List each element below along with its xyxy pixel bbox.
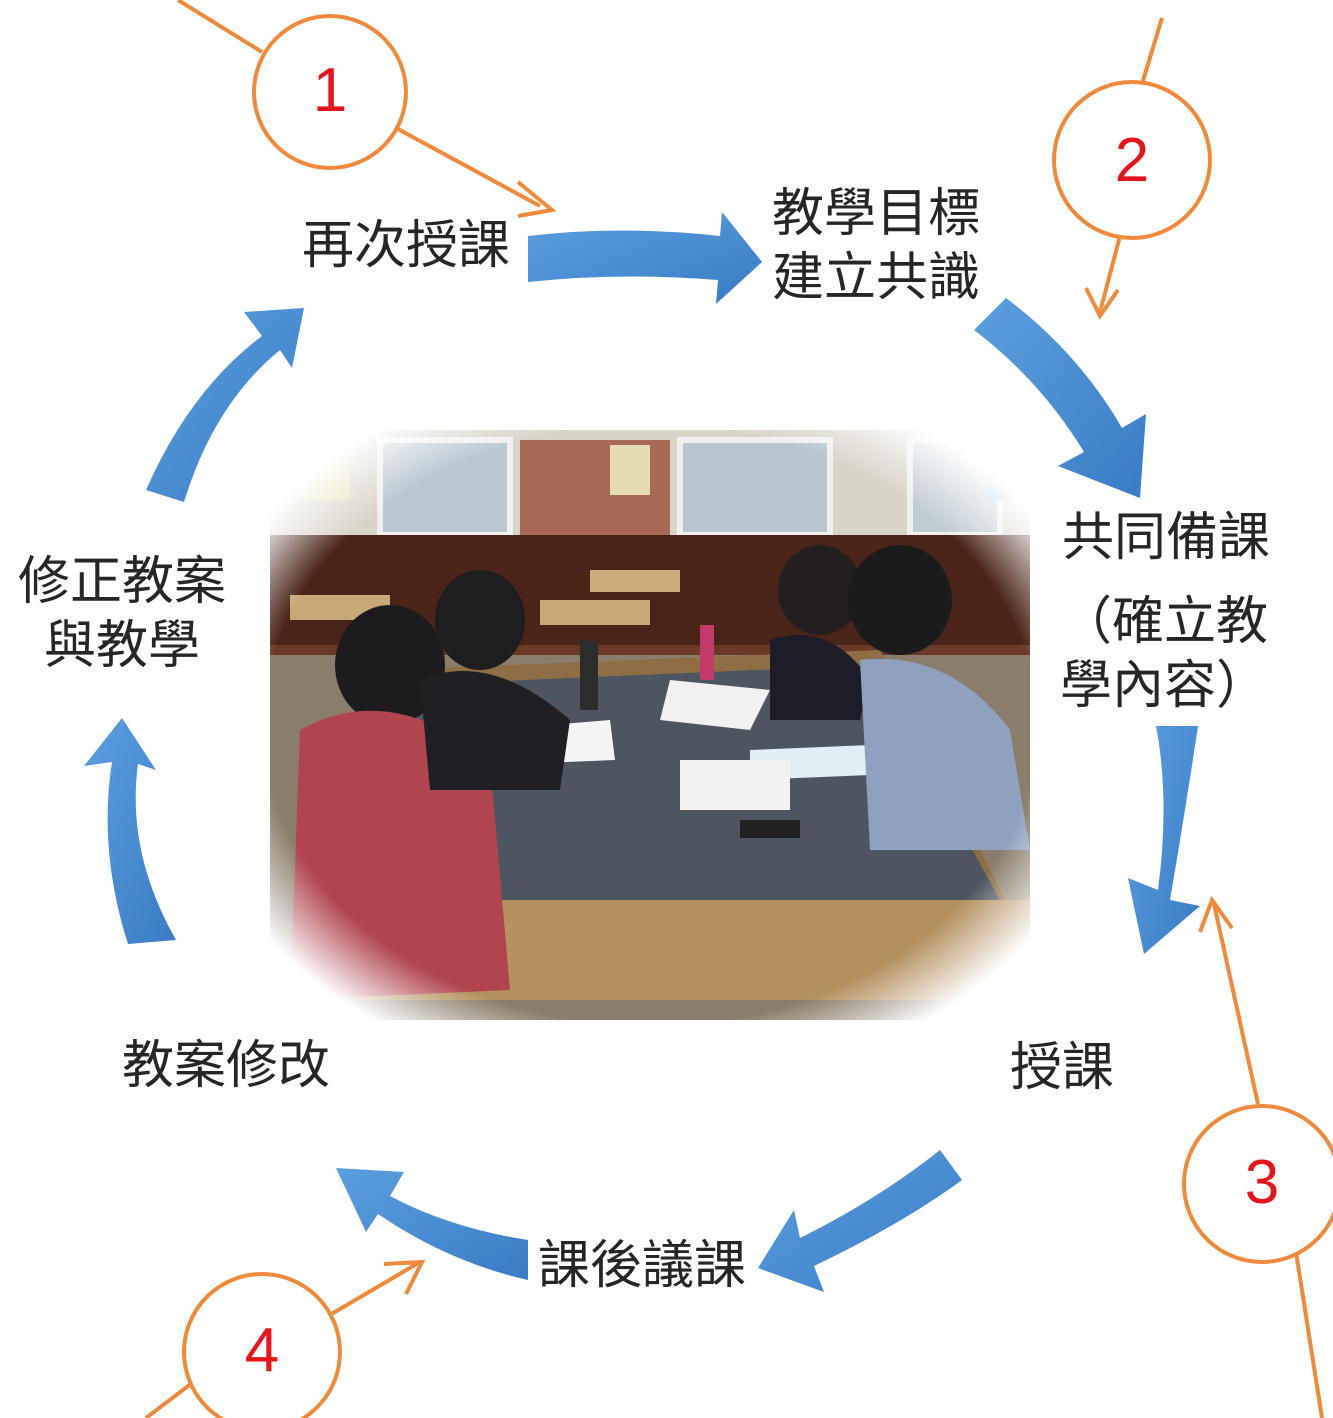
label-debrief: 課後議課 bbox=[538, 1236, 747, 1296]
label-co-plan: 共同備課 bbox=[1062, 508, 1271, 568]
label-refine-line2: 與教學 bbox=[43, 616, 200, 676]
marker-circle-1 bbox=[252, 14, 408, 170]
pointer-1 bbox=[176, 0, 557, 218]
photo-illustration bbox=[270, 430, 1030, 1020]
marker-number-4: 4 bbox=[244, 1316, 280, 1385]
marker-number-2: 2 bbox=[1114, 126, 1150, 195]
teachers-meeting-photo bbox=[270, 430, 1030, 1020]
arrow-upper-right bbox=[974, 298, 1146, 498]
marker-circle-3 bbox=[1182, 1104, 1333, 1264]
label-revise-plan: 教案修改 bbox=[122, 1036, 331, 1096]
pointer-2 bbox=[1084, 17, 1164, 320]
marker-number-1: 1 bbox=[312, 56, 348, 125]
arrow-bottom-left bbox=[336, 1168, 528, 1280]
label-teach: 授課 bbox=[1010, 1038, 1115, 1098]
marker-circle-2 bbox=[1052, 80, 1212, 240]
arrow-upper-left bbox=[146, 308, 304, 502]
pointer-4 bbox=[144, 1259, 426, 1418]
arrow-left bbox=[84, 718, 176, 944]
arrow-right bbox=[1128, 726, 1200, 954]
label-co-plan-note-line2: 學內容） bbox=[1060, 656, 1269, 716]
arrow-top bbox=[528, 212, 762, 304]
label-goal-line2: 建立共識 bbox=[772, 248, 981, 308]
pointer-3 bbox=[1198, 895, 1324, 1418]
marker-circle-4 bbox=[182, 1272, 342, 1418]
label-goal-line1: 教學目標 bbox=[772, 184, 981, 244]
label-teach-again: 再次授課 bbox=[302, 216, 511, 276]
label-refine-line1: 修正教案 bbox=[18, 552, 227, 612]
arrow-bottom-right bbox=[758, 1150, 962, 1292]
marker-number-3: 3 bbox=[1244, 1148, 1280, 1217]
label-co-plan-note-line1: （確立教 bbox=[1060, 592, 1269, 652]
